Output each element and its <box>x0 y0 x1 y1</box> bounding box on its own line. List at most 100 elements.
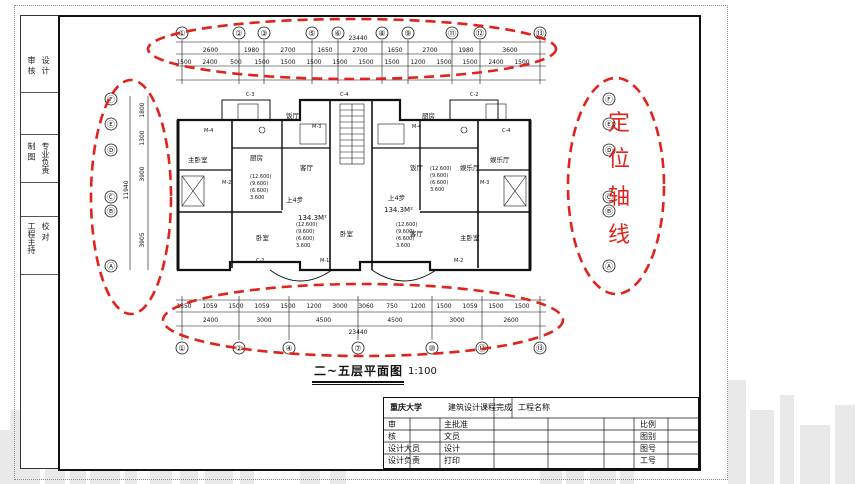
bottom-dim-detail: 3060 <box>358 303 373 310</box>
left-axis-circle <box>104 117 118 131</box>
elevation-label: 3.600 <box>396 243 410 249</box>
bottom-dim-detail: 3000 <box>332 303 347 310</box>
left-axis-label: Ⓒ <box>107 193 115 202</box>
room-labels: 主卧室卧室卧室客厅客厅饭厅饭厅厨房厨房娱乐厅娱乐厅主卧室134.3M²134.3… <box>188 111 510 242</box>
left-dim: 1300 <box>139 130 146 145</box>
elevation-label: 3.600 <box>430 187 444 193</box>
title-underline-thin <box>312 384 404 385</box>
bottom-axis-label: ② <box>235 344 242 353</box>
right-axis-label: Ⓐ <box>605 262 613 271</box>
project-name: 建筑设计课程完成 <box>448 403 512 412</box>
top-axis-circle <box>401 26 415 40</box>
side-title-strip: 审 核 设 计 制 图 专业负责 工程主持 校 对 <box>20 15 59 469</box>
top-dim: 2700 <box>422 47 437 54</box>
left-axis-label: Ⓔ <box>107 120 115 129</box>
top-axis-label: ③ <box>260 29 267 38</box>
right-axis-circle <box>602 143 616 157</box>
left-axis-circle <box>104 190 118 204</box>
left-axis-circle <box>104 143 118 157</box>
room-label: 主卧室 <box>460 233 480 242</box>
door-window-tags: M-4M-3M-2C-2C-4C-3M-1M-4M-3M-2C-2C-4 <box>204 92 510 264</box>
tb-right-label: 图别 <box>640 432 656 441</box>
room-label: 卧室 <box>340 229 354 238</box>
bottom-dim: 4500 <box>387 317 402 324</box>
bottom-axis-label: ⑦ <box>354 344 361 353</box>
right-axis-circle <box>602 259 616 273</box>
tb-role: 核 <box>388 432 396 441</box>
bottom-dim-detail: 1059 <box>202 303 217 310</box>
tag-label: M-1 <box>320 258 329 264</box>
bottom-axis-label: ① <box>178 344 185 353</box>
top-total: 23440 <box>348 35 367 42</box>
tb-role: 设计大员 <box>388 444 420 453</box>
room-label: 主卧室 <box>188 155 208 164</box>
top-dim: 1650 <box>317 47 332 54</box>
elevation-label: (12.600) <box>250 174 271 180</box>
top-dim: 2700 <box>280 47 295 54</box>
left-axis-label: Ⓓ <box>107 146 115 155</box>
top-dim: 2600 <box>203 47 218 54</box>
elevation-label: (9.600) <box>430 173 448 179</box>
annotation-char: 位 <box>608 147 631 172</box>
bottom-dim: 2600 <box>503 317 518 324</box>
bottom-axis-label: ⑬ <box>536 344 544 353</box>
right-axis-label: Ⓒ <box>605 193 613 202</box>
room-label: 卧室 <box>256 233 270 242</box>
right-axis-label: Ⓓ <box>605 146 613 155</box>
left-axis-label: Ⓐ <box>107 262 115 271</box>
tag-label: C-2 <box>256 258 264 264</box>
strip-label: 设 计 <box>41 56 50 75</box>
tb-name: 文员 <box>444 432 460 441</box>
stair-note: 上4步 <box>286 195 304 204</box>
stair-note: 上4步 <box>388 193 406 202</box>
room-label: 娱乐厅 <box>460 163 480 172</box>
elevation-label: (9.600) <box>396 229 414 235</box>
left-axis-circle <box>104 204 118 218</box>
top-axis-circle <box>375 26 389 40</box>
bottom-dim: 3000 <box>449 317 464 324</box>
tag-label: M-4 <box>412 124 421 130</box>
top-dim: 1980 <box>458 47 473 54</box>
bottom-dim: 4500 <box>316 317 331 324</box>
bottom-axis-circle <box>175 341 189 355</box>
top-axis-label: ⑥ <box>334 29 341 38</box>
annotation-char: 轴 <box>608 185 631 210</box>
top-dim-detail: 1500 <box>306 59 321 66</box>
tb-name: 设计 <box>444 444 460 453</box>
top-axis-label: ⑧ <box>378 29 385 38</box>
left-axis-label: Ⓕ <box>107 95 115 104</box>
right-axis-label: Ⓕ <box>605 95 613 104</box>
drawing-title: 二~五层平面图 <box>314 364 404 378</box>
bottom-dim: 3000 <box>256 317 271 324</box>
bottom-total: 23440 <box>348 329 367 336</box>
area-label: 134.3M² <box>298 214 327 222</box>
bottom-dim-detail: 1500 <box>514 303 529 310</box>
bottom-dim-detail: 1500 <box>228 303 243 310</box>
tb-role: 设计负责 <box>388 456 420 465</box>
bottom-dim-detail: 1500 <box>436 303 451 310</box>
top-dim-detail: 2400 <box>488 59 503 66</box>
strip-label: 校 对 <box>41 222 50 241</box>
tag-label: M-2 <box>222 180 231 186</box>
top-axis-label: ⑤ <box>308 29 315 38</box>
left-dim: 11940 <box>123 180 130 199</box>
bottom-dim-detail: 1200 <box>306 303 321 310</box>
right-axis-circle <box>602 92 616 106</box>
top-axis-circle <box>305 26 319 40</box>
elevation-label: (12.600) <box>396 222 417 228</box>
tb-right-label: 图号 <box>640 444 656 453</box>
room-label: 厨房 <box>422 111 435 120</box>
elevation-label: (6.600) <box>430 180 448 186</box>
bottom-axis-circle <box>282 341 296 355</box>
building-walls <box>176 98 532 282</box>
title-block: 重庆大学 建筑设计课程完成 工程名称 审 主批准 核 文员 设计大员 设计 设计… <box>383 397 699 469</box>
elevation-labels: (12.600)(9.600)(6.600)3.600(12.600)(9.60… <box>250 166 451 249</box>
top-dim: 2700 <box>352 47 367 54</box>
bottom-dim-detail: 1500 <box>280 303 295 310</box>
top-axis-label: ⑨ <box>404 29 411 38</box>
left-dim: 3905 <box>139 232 146 247</box>
top-dim-detail: 1500 <box>254 59 269 66</box>
top-axis-circle <box>257 26 271 40</box>
